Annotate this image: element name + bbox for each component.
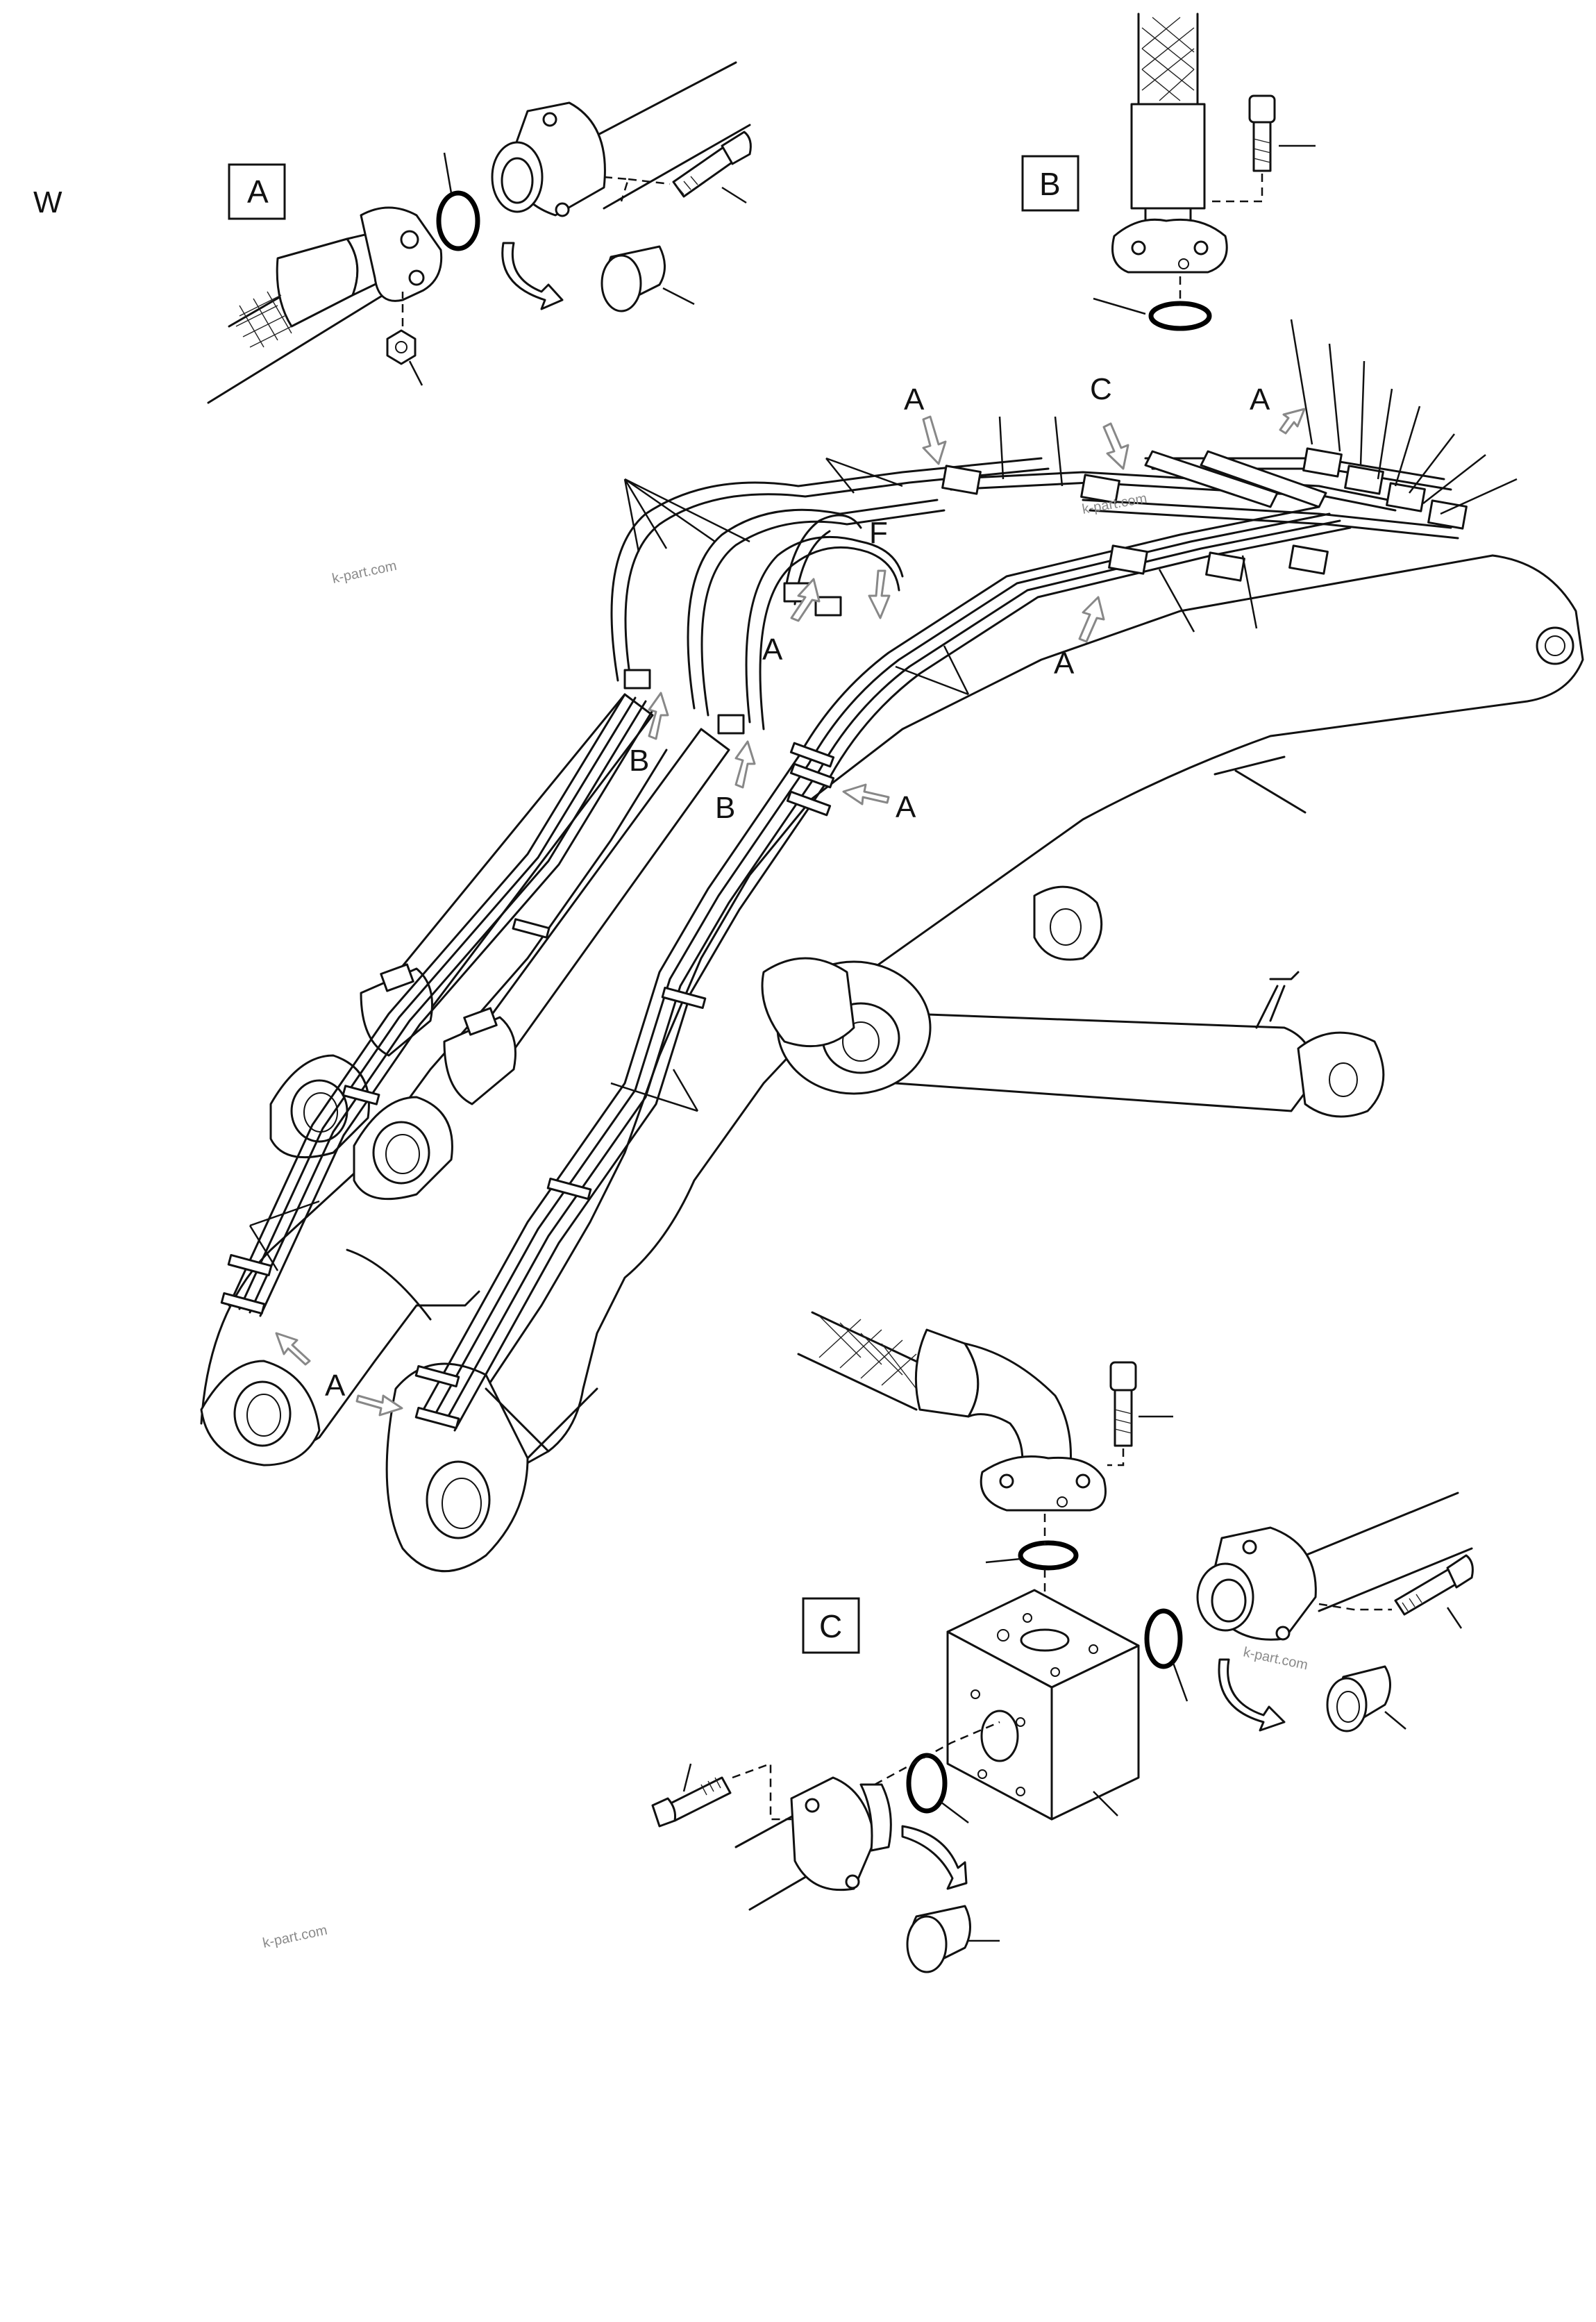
detail-a-plug bbox=[600, 245, 695, 312]
detail-b-hose bbox=[1130, 12, 1206, 241]
callout-arrows bbox=[275, 408, 1306, 1417]
detail-c-left-plug bbox=[906, 1905, 1000, 1973]
detail-a-bolt bbox=[603, 131, 752, 204]
detail-a-nut bbox=[386, 292, 423, 386]
detail-c-top-flange bbox=[980, 1455, 1107, 1512]
hose-clamps bbox=[220, 447, 1468, 1430]
detail-b-o-ring bbox=[1148, 301, 1212, 331]
hose-lines-upper bbox=[943, 450, 1459, 540]
detail-c-right-port bbox=[1196, 1492, 1473, 1641]
detail-a-label-box bbox=[228, 163, 286, 220]
detail-c-manifold-block bbox=[946, 1589, 1140, 1821]
detail-c-left-port bbox=[734, 1776, 892, 1911]
detail-a-o-ring bbox=[436, 190, 480, 251]
leader-lines bbox=[249, 319, 1518, 1271]
boom-assembly: A C A F A A B B A A bbox=[200, 319, 1584, 1573]
detail-c: C bbox=[651, 1311, 1474, 1973]
watermark-4: k-part.com bbox=[261, 1923, 328, 1951]
callout-a-4: A bbox=[1054, 646, 1075, 680]
detail-a-rotate-arrow bbox=[501, 242, 564, 310]
detail-b-label: B bbox=[1039, 166, 1061, 202]
page-label: W bbox=[33, 185, 62, 219]
detail-a-hose bbox=[207, 228, 395, 404]
detail-b-bolt bbox=[1211, 94, 1316, 203]
watermark-3: k-part.com bbox=[1242, 1644, 1309, 1673]
detail-c-right-bolt bbox=[1318, 1554, 1474, 1629]
detail-b-label-box bbox=[1021, 155, 1080, 212]
detail-c-left-rotate-arrow bbox=[901, 1825, 968, 1890]
detail-c-top-bolt bbox=[1107, 1361, 1173, 1467]
watermark-1: k-part.com bbox=[330, 558, 398, 587]
hose-bundle-arm bbox=[228, 693, 657, 1317]
boom-body bbox=[485, 554, 1584, 1487]
detail-c-label-box bbox=[802, 1597, 860, 1654]
detail-b: B bbox=[1021, 12, 1316, 331]
detail-c-right-plug bbox=[1326, 1665, 1406, 1732]
callout-a-2: A bbox=[1250, 383, 1270, 417]
hose-bundle-boom bbox=[422, 506, 1352, 1432]
arm-cylinder-right bbox=[353, 728, 730, 1201]
detail-a-label: A bbox=[247, 174, 269, 210]
callout-f: F bbox=[869, 516, 888, 550]
watermarks: k-part.com k-part.com k-part.com k-part.… bbox=[261, 491, 1309, 1951]
detail-c-right-o-ring bbox=[1144, 1608, 1183, 1669]
detail-a-split-flange bbox=[360, 206, 443, 302]
callout-a-1: A bbox=[904, 383, 925, 417]
detail-c-bent-hose bbox=[797, 1311, 1072, 1480]
detail-b-flange bbox=[1111, 218, 1228, 274]
boom-cylinder bbox=[776, 960, 1385, 1118]
detail-c-left-bolt bbox=[651, 1762, 791, 1828]
detail-c-label: C bbox=[819, 1608, 842, 1644]
callout-a-6: A bbox=[325, 1369, 346, 1403]
detail-a-port bbox=[491, 61, 751, 217]
detail-a: A bbox=[207, 61, 752, 404]
callout-b-1: B bbox=[629, 744, 649, 778]
callout-a-5: A bbox=[896, 790, 916, 824]
callout-b-2: B bbox=[715, 791, 735, 825]
callout-c: C bbox=[1090, 372, 1112, 406]
detail-c-right-rotate-arrow bbox=[1218, 1658, 1286, 1732]
callout-a-3: A bbox=[762, 633, 783, 667]
detail-c-top-o-ring bbox=[1018, 1540, 1079, 1571]
